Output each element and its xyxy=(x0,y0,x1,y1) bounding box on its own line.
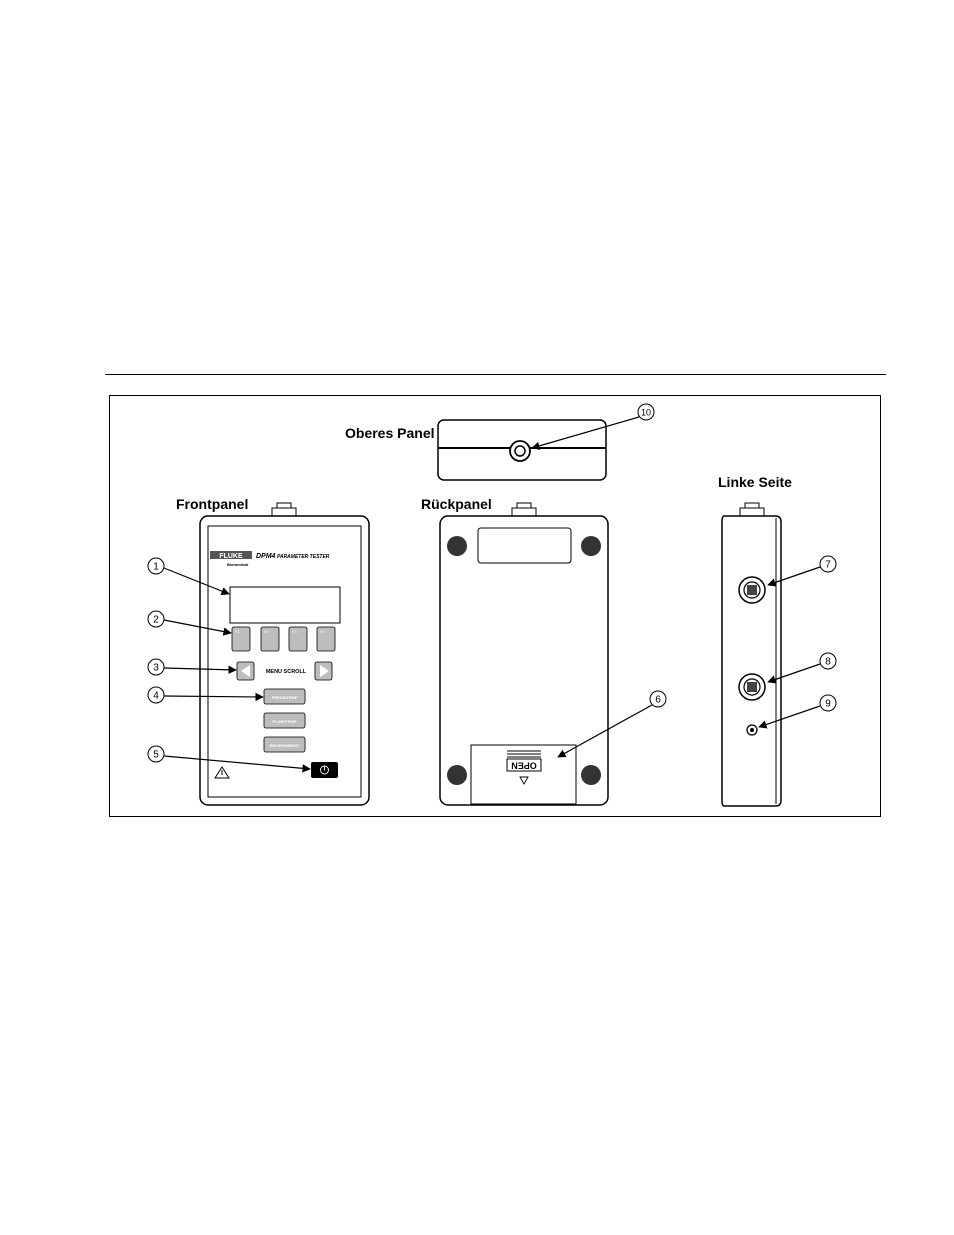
svg-text:7: 7 xyxy=(825,560,831,571)
svg-text:F4: F4 xyxy=(320,629,325,634)
left-side-body xyxy=(721,515,782,807)
menu-scroll-label: MENU SCROLL xyxy=(266,669,307,675)
din-connector-icon xyxy=(738,576,766,604)
rubber-foot xyxy=(447,765,467,785)
battery-door-label: OPEN xyxy=(511,761,537,771)
callout-2: 2 xyxy=(147,610,232,636)
top-panel-view: Oberes Panel xyxy=(345,419,607,481)
svg-text:6: 6 xyxy=(655,695,661,706)
callout-3: 3 xyxy=(147,658,237,676)
environment-button: ENVIRONMENT xyxy=(263,736,306,753)
svg-text:FLOW/TEMP: FLOW/TEMP xyxy=(273,719,297,724)
top-panel-title: Oberes Panel xyxy=(345,425,435,441)
callout-9: 9 xyxy=(758,694,837,729)
model-description: PARAMETER TESTER xyxy=(277,554,330,560)
svg-text:1: 1 xyxy=(153,562,159,573)
lcd-display xyxy=(229,586,341,624)
softkey-f2: F2 xyxy=(260,626,280,652)
svg-text:5: 5 xyxy=(153,750,159,761)
back-panel-body xyxy=(439,515,609,806)
open-direction-icon xyxy=(519,776,529,785)
callout-1: 1 xyxy=(147,557,230,596)
power-button xyxy=(311,762,338,778)
callout-8: 8 xyxy=(767,652,837,684)
front-panel-view: Frontpanel FLUKE Biomedical DPM4 PARAMET… xyxy=(176,496,370,806)
svg-text:ENVIRONMENT: ENVIRONMENT xyxy=(270,743,300,748)
section-divider xyxy=(105,374,886,375)
flow-temp-button: FLOW/TEMP xyxy=(263,712,306,729)
svg-text:F3: F3 xyxy=(292,629,297,634)
charger-jack-icon xyxy=(746,724,758,736)
svg-text:9: 9 xyxy=(825,699,831,710)
callout-4: 4 xyxy=(147,686,264,704)
callout-5: 5 xyxy=(147,745,311,773)
press-temp-button: PRESS/TEMP xyxy=(263,688,306,705)
svg-text:F2: F2 xyxy=(264,629,269,634)
softkey-f1: F1 xyxy=(231,626,251,652)
softkey-f3: F3 xyxy=(288,626,308,652)
svg-text:F1: F1 xyxy=(235,629,240,634)
model-name: DPM4 xyxy=(256,553,276,560)
svg-text:8: 8 xyxy=(825,657,831,668)
svg-text:3: 3 xyxy=(153,663,159,674)
back-panel-view: Rückpanel OPEN xyxy=(421,496,609,806)
warning-icon xyxy=(214,766,230,779)
back-label-plate xyxy=(477,527,572,564)
svg-text:PRESS/TEMP: PRESS/TEMP xyxy=(272,695,298,700)
callout-6: 6 xyxy=(557,690,667,758)
top-connector-icon xyxy=(509,440,531,462)
brand-logo xyxy=(210,551,252,559)
callout-7: 7 xyxy=(767,555,837,587)
callout-10: 10 xyxy=(531,403,655,450)
front-panel-title: Frontpanel xyxy=(176,496,248,512)
battery-door-latch: OPEN xyxy=(506,750,542,772)
svg-text:10: 10 xyxy=(641,408,651,418)
left-side-title: Linke Seite xyxy=(718,474,792,490)
scroll-right-button xyxy=(314,661,333,681)
svg-text:4: 4 xyxy=(153,691,159,702)
din-connector-icon xyxy=(738,673,766,701)
rubber-foot xyxy=(581,765,601,785)
figure-frame xyxy=(109,395,881,817)
rubber-foot xyxy=(581,536,601,556)
rubber-foot xyxy=(447,536,467,556)
svg-text:FLUKE: FLUKE xyxy=(219,553,243,560)
softkey-f4: F4 xyxy=(316,626,336,652)
scroll-left-button xyxy=(236,661,255,681)
sub-brand-text: Biomedical xyxy=(227,562,248,567)
back-panel-title: Rückpanel xyxy=(421,496,492,512)
left-side-view: Linke Seite xyxy=(718,474,792,807)
svg-text:2: 2 xyxy=(153,615,159,626)
